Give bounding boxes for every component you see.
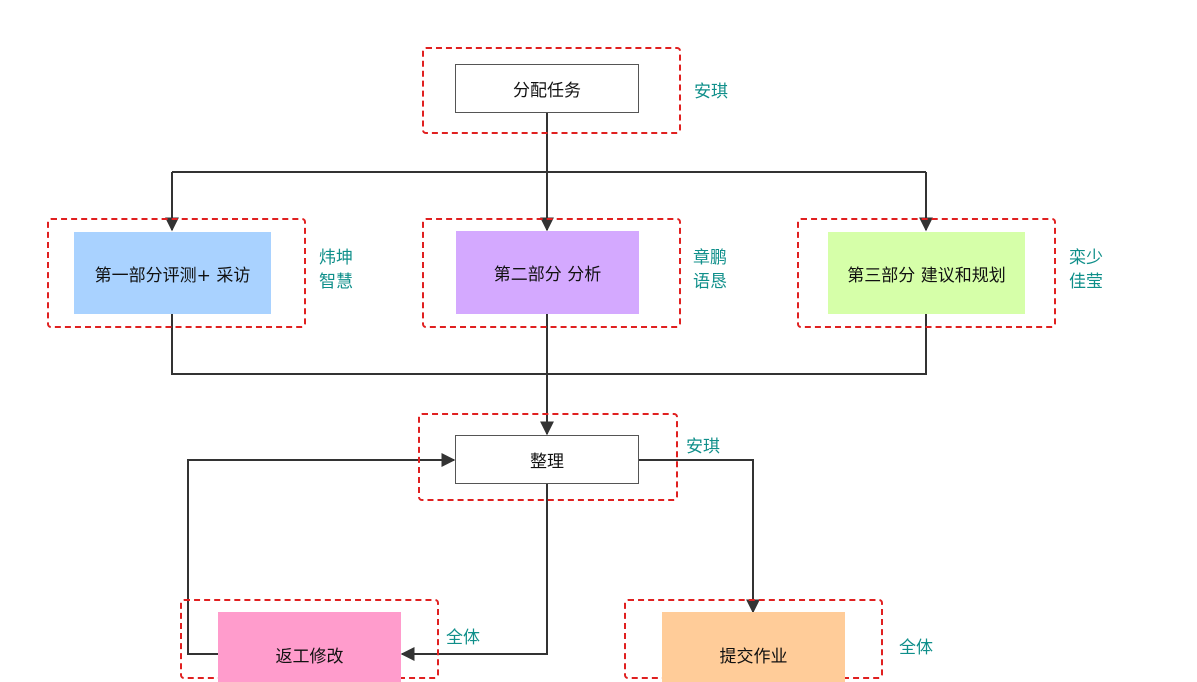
assignee-name: 语恳 [693,272,727,292]
assignee-name: 全体 [899,638,933,658]
node-submit: 提交作业 [662,612,845,682]
assignee-part1: 炜坤 智慧 [319,246,353,294]
assignee-name: 炜坤 [319,248,353,268]
assignee-name: 智慧 [319,272,353,292]
assignee-name: 安琪 [686,437,720,457]
assignee-rework: 全体 [446,626,480,650]
assignee-name: 章鹏 [693,248,727,268]
arrow-rework-to-organize [187,453,456,655]
assignee-name: 安琪 [694,82,728,102]
assignee-organize: 安琪 [686,435,720,459]
group-assign [422,47,681,134]
node-part1-evaluation-interview: 第一部分评测+ 采访 [74,232,271,314]
assignee-submit: 全体 [899,636,933,660]
assignee-part2: 章鹏 语恳 [693,246,727,294]
node-assign-task: 分配任务 [455,64,639,113]
group-part1 [47,218,306,328]
node-part3-suggestions-planning: 第三部分 建议和规划 [828,232,1025,314]
merge-line [171,314,927,375]
assignee-name: 栾少 [1069,248,1103,268]
node-part2-analysis: 第二部分 分析 [456,231,639,314]
node-organize: 整理 [455,435,639,484]
group-part2 [422,218,681,328]
group-organize [418,413,678,501]
assignee-name: 全体 [446,628,480,648]
assignee-assign: 安琪 [694,80,728,104]
group-part3 [797,218,1056,328]
node-rework: 返工修改 [218,612,401,682]
assignee-name: 佳莹 [1069,272,1103,292]
arrow-organize-to-rework [400,484,548,661]
assignee-part3: 栾少 佳莹 [1069,246,1103,294]
